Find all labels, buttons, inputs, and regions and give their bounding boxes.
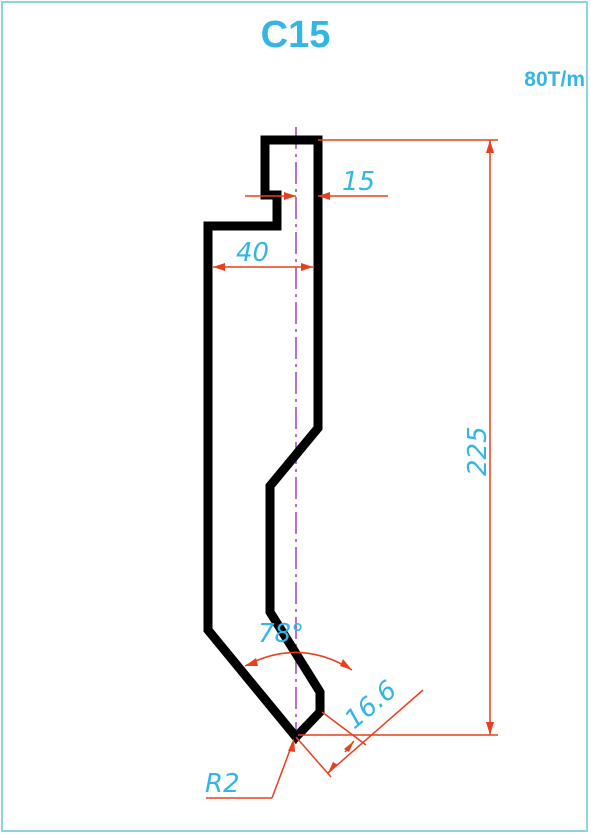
tonnage-label: 80T/m [524,68,585,91]
height-label: 225 [463,426,493,476]
top-width-label: 15 [342,167,375,197]
tool-title: C15 [260,14,331,56]
tip-angle-dimension [244,651,353,671]
body-width-dimension [213,263,313,271]
tip-angle-label: 78° [258,619,304,649]
tip-length-label: 16.6 [339,675,403,735]
tip-radius-label: R2 [205,769,240,799]
body-width-label: 40 [236,238,269,268]
tip-radius-leader [206,738,295,799]
punch-profile [203,135,325,744]
height-dimension [298,139,498,736]
top-width-dimension [245,192,388,200]
tip-length-dimension [295,689,424,778]
